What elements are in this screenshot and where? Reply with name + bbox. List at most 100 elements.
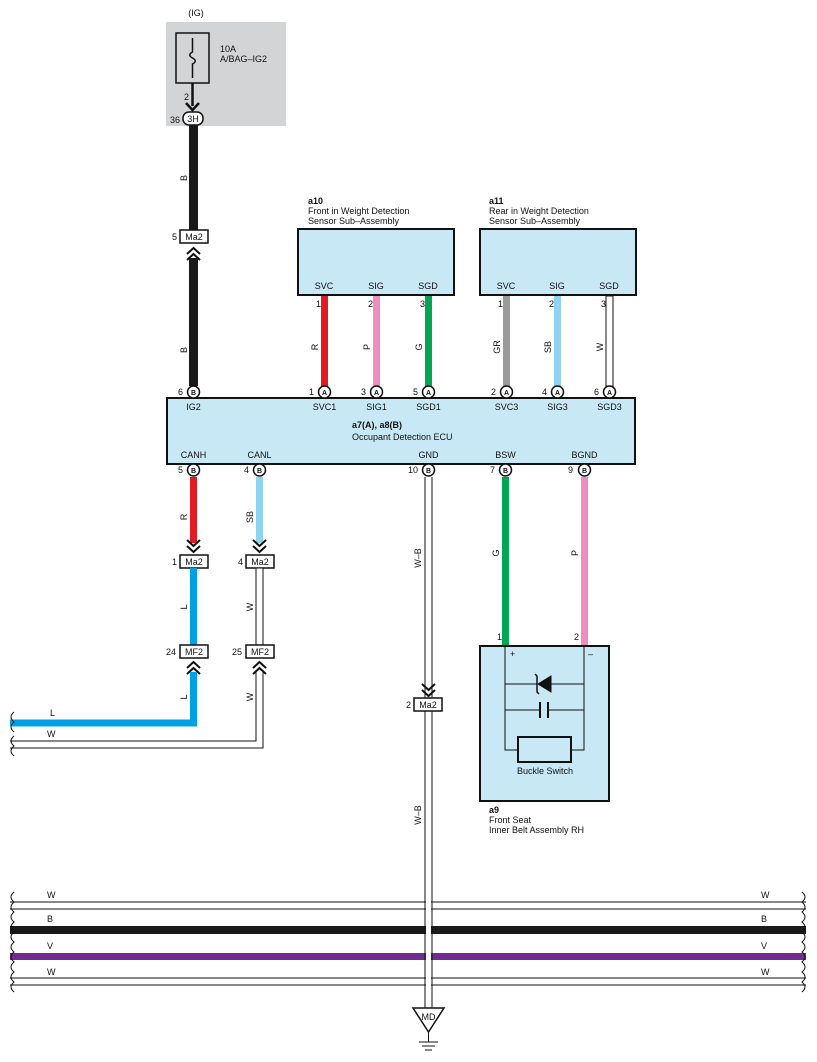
- buckle-name-1: Front Seat: [489, 815, 532, 825]
- wire-ig2-lower: [189, 258, 198, 386]
- sensor-front-term-sgd: SGD: [418, 281, 438, 291]
- bus-line-wire: [10, 926, 806, 934]
- wire-bsw: [502, 477, 509, 646]
- ecu-top-term-ig2: 6 B IG2: [178, 385, 201, 412]
- ecu-top-label: SIG3: [547, 402, 568, 412]
- ecu-bottom-connector: [252, 463, 267, 477]
- bus-line-label-right: W: [761, 967, 770, 977]
- ecu-top-term-sig1: 3 A SIG1: [361, 385, 387, 412]
- bus-label-w: W: [47, 729, 56, 739]
- zener-bar-icon: [534, 673, 540, 695]
- chevron-down-icon: [421, 683, 436, 698]
- conn-gnd-link: [413, 697, 443, 712]
- bus-line-label-right: V: [761, 941, 767, 951]
- ecu-bottom-term-bsw: BSW 7 B: [490, 450, 516, 477]
- sensor-front-term-sig: SIG: [368, 281, 384, 291]
- junction-code: 3H: [187, 114, 199, 124]
- bus-line-wire: [10, 977, 806, 986]
- ecu-top-pin: 5: [413, 387, 418, 397]
- ecu-bottom-label: CANH: [181, 450, 207, 460]
- capacitor-icon: [539, 702, 549, 718]
- wire-label-front-svc: R: [310, 343, 320, 350]
- ecu-bottom-conn: B: [582, 468, 587, 475]
- fuse-pin-out: 2: [184, 92, 189, 102]
- buckle-plus-sign: +: [510, 649, 515, 659]
- wire-label-rear-sig: SB: [543, 341, 553, 353]
- fuse-name: A/BAG–IG2: [220, 54, 267, 64]
- conn-canh-mf-code: MF2: [185, 647, 203, 657]
- buckle-circuit: [504, 646, 585, 751]
- ground-code: MD: [422, 1012, 436, 1022]
- wire-canh-mid: [190, 568, 197, 645]
- chevron-up-icon: [186, 660, 201, 675]
- ecu-top-pin: 2: [491, 387, 496, 397]
- wire-label-rear-sgd: W: [595, 342, 605, 351]
- bus-line-b: B B: [10, 914, 806, 934]
- ecu-top-label: SIG1: [366, 402, 387, 412]
- ground-point: [411, 1007, 446, 1034]
- wire-label-ig-lower: B: [179, 347, 189, 353]
- ecu-top-conn: A: [504, 390, 509, 397]
- buckle-name-2: Inner Belt Assembly RH: [489, 825, 584, 835]
- ecu-bottom-term-canh: CANH 5 B: [178, 450, 207, 477]
- sensor-front-box: [297, 228, 455, 296]
- sensor-rear-term-sig: SIG: [549, 281, 565, 291]
- wire-canl-lower: [10, 672, 264, 749]
- ecu-bottom-pin: 5: [178, 465, 183, 475]
- wire-front-svc: [321, 296, 328, 386]
- wire-break-icon: [10, 891, 15, 993]
- wire-label-bgnd: P: [570, 550, 580, 556]
- conn-top-link: [179, 229, 209, 244]
- buckle-minus-sign: –: [588, 649, 593, 659]
- ecu-top-pin: 6: [178, 387, 183, 397]
- conn-canh-mf: [179, 644, 209, 659]
- conn-gnd-link-pin: 2: [406, 700, 411, 710]
- wire-rear-sgd: [605, 295, 614, 387]
- wire-bgnd: [581, 477, 588, 646]
- ecu-bottom-label: CANL: [247, 450, 271, 460]
- ecu-top-pin: 6: [594, 387, 599, 397]
- wire-label-canl-lower: W: [245, 692, 255, 701]
- bus-line-label-right: W: [761, 890, 770, 900]
- sensor-front-name-1: Front in Weight Detection: [308, 206, 409, 216]
- chevron-down-icon: [252, 539, 267, 554]
- ground-icon: [419, 1032, 438, 1051]
- ecu-bottom-label: BGND: [571, 450, 598, 460]
- sensor-front-pin-1: 1: [316, 299, 321, 309]
- ecu-bottom-connector: [577, 463, 592, 477]
- zener-diode-icon: [537, 675, 552, 693]
- ecu-bottom-term-canl: CANL 4 B: [244, 450, 272, 477]
- bus-line-label-right: B: [761, 914, 767, 924]
- conn-top-link-pin: 5: [172, 232, 177, 242]
- ecu-top-label: SVC3: [495, 402, 519, 412]
- sensor-front-id: a10: [308, 196, 323, 206]
- sensor-rear-id: a11: [489, 196, 504, 206]
- gnd-crossing-gap: [426, 890, 431, 1000]
- conn-canl-mf-pin: 25: [232, 647, 242, 657]
- wire-ig2-upper: [189, 125, 198, 230]
- wire-rear-sig: [554, 296, 561, 386]
- ecu-top-label: IG2: [186, 402, 201, 412]
- ecu-top-connector: [317, 385, 332, 399]
- conn-top-link-code: Ma2: [185, 232, 203, 242]
- ecu-top-label: SVC1: [313, 402, 337, 412]
- sensor-rear-pin-3: 3: [601, 299, 606, 309]
- wire-label-ig-upper: B: [179, 175, 189, 181]
- ecu-top-term-sgd1: 5 A SGD1: [413, 385, 441, 412]
- wire-canl-mid: [255, 567, 264, 646]
- ecu-top-conn: A: [322, 390, 327, 397]
- sensor-rear-pin-1: 1: [498, 299, 503, 309]
- bus-line-v: V V: [10, 941, 806, 960]
- wire-break-icon: [10, 711, 15, 733]
- ecu-top-conn: A: [555, 390, 560, 397]
- ecu-bottom-conn: B: [503, 468, 508, 475]
- ecu-bottom-connector: [186, 463, 201, 477]
- ecu-top-pin: 1: [309, 387, 314, 397]
- fuse-source: (IG): [188, 8, 204, 18]
- ecu-box: [166, 397, 636, 465]
- wire-label-bsw: G: [491, 549, 501, 556]
- ecu-bottom-connector: [498, 463, 513, 477]
- conn-canl-mf-code: MF2: [251, 647, 269, 657]
- wire-canh-lower: [10, 672, 197, 727]
